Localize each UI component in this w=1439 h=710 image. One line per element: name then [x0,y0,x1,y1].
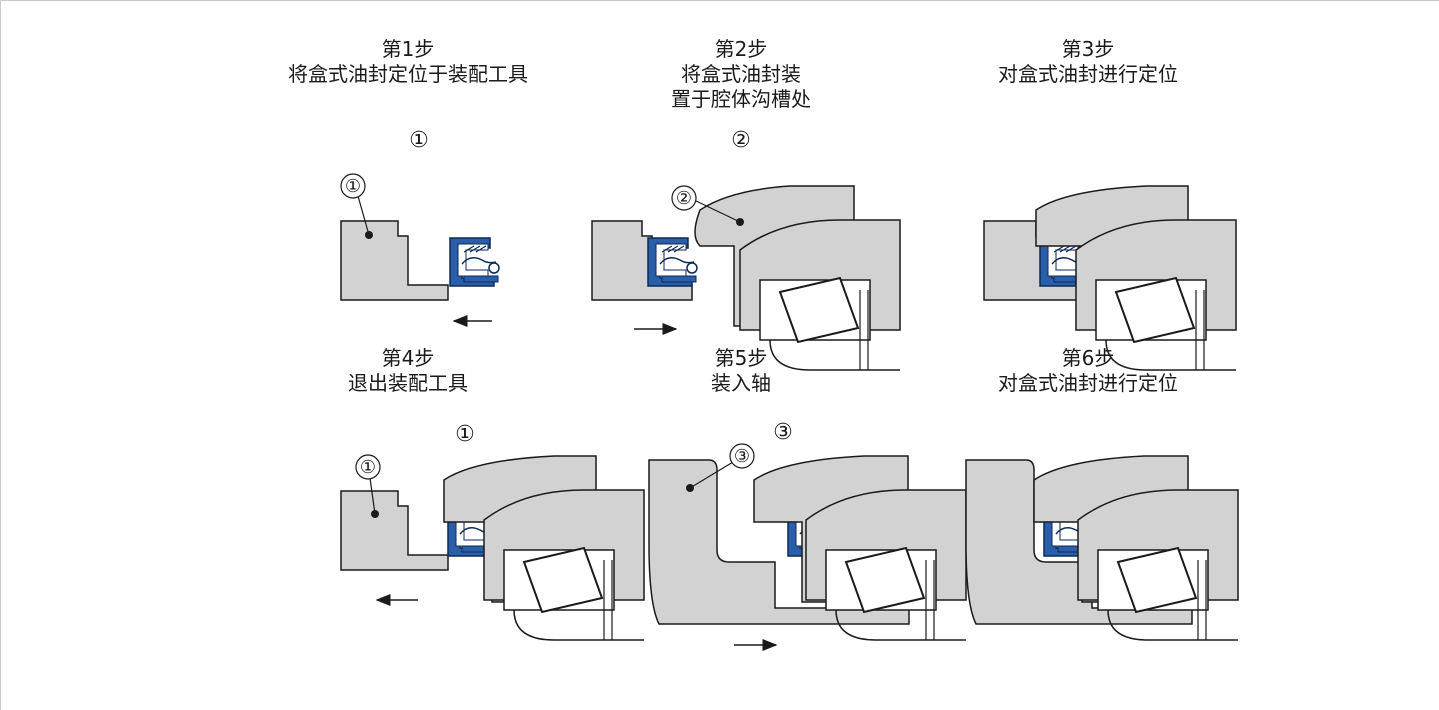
bearing [483,489,645,641]
frame-left-border [0,0,1,710]
assembly-tool [340,490,449,571]
housing-callout-leader [693,199,741,223]
step-5-description: 装入轴 [711,371,771,395]
step-5-figure: ③ [648,443,967,651]
step-1-marker: ① [409,128,429,153]
shaft-callout-label: ③ [734,446,750,467]
step-6-heading: 第6步 [1061,346,1115,370]
step-4-title: 第4步 退出装配工具 [238,346,578,396]
step-3-description: 对盒式油封进行定位 [998,62,1178,86]
step-2-marker: ② [731,128,751,153]
step-2-figure: ② [591,185,901,371]
step-2-description-line-1: 将盒式油封装 [681,62,801,86]
shaft [648,459,910,625]
bearing [739,219,901,371]
step-3-title: 第3步 对盒式油封进行定位 [918,37,1258,87]
assembly-tool [340,220,449,301]
bearing [1075,219,1237,371]
shaft-callout-leader [689,461,734,489]
step-1-figure: ① [340,173,500,327]
tool-callout-label: ① [360,457,376,478]
step-6-description: 对盒式油封进行定位 [998,371,1178,395]
tool-callout-circle [340,173,366,199]
tool-callout-leader [357,195,370,236]
tool-callout-label: ① [345,176,361,197]
cassette-seal [449,237,500,287]
step-6-figure [965,455,1239,641]
step-1-description: 将盒式油封定位于装配工具 [288,62,528,86]
step-2-title: 第2步 将盒式油封装 置于腔体沟槽处 [571,37,911,112]
step-2-heading: 第2步 [714,37,768,61]
frame-top-border [0,0,1439,1]
housing-callout-label: ② [676,188,692,209]
step-4-heading: 第4步 [381,346,435,370]
step-6-title: 第6步 对盒式油封进行定位 [918,346,1258,396]
step-2-description-line-2: 置于腔体沟槽处 [671,87,811,111]
step-1-title: 第1步 将盒式油封定位于装配工具 [238,37,578,87]
step-4-figure: ① [340,454,645,641]
step-3-heading: 第3步 [1061,37,1115,61]
step-4-marker: ① [455,422,475,447]
cassette-seal [647,237,698,287]
housing-callout-circle [671,185,697,211]
step-5-title: 第5步 装入轴 [571,346,911,396]
shaft-callout-circle [729,443,755,469]
step-4-description: 退出装配工具 [348,371,468,395]
step-5-marker: ③ [773,420,793,445]
step-5-heading: 第5步 [714,346,768,370]
tool-callout-leader [369,477,376,515]
assembly-tool [591,220,693,301]
step-3-figure [983,185,1237,371]
step-1-heading: 第1步 [381,37,435,61]
tool-callout-circle [355,454,381,480]
shaft [965,459,1193,625]
